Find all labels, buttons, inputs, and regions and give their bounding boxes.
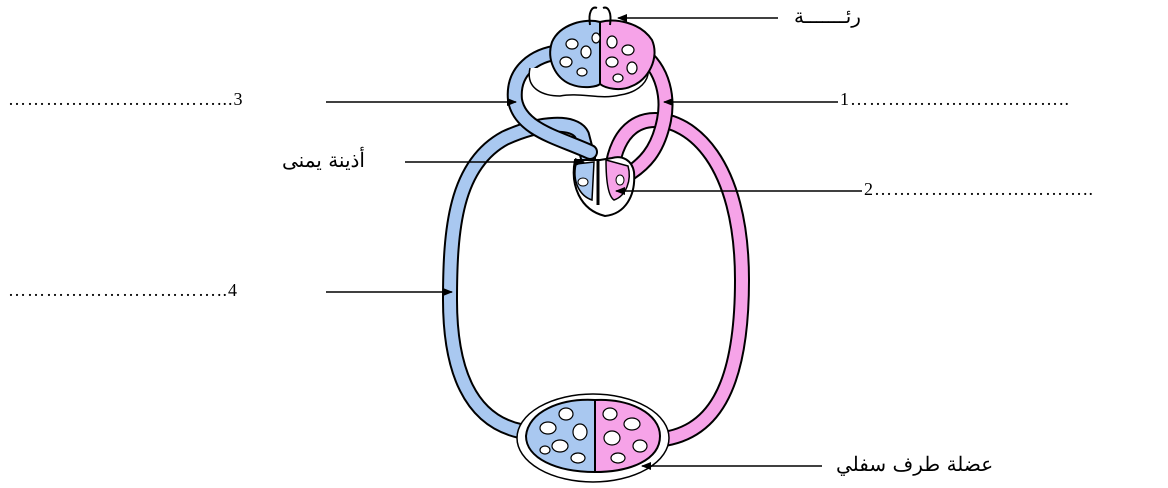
lung [550,8,654,89]
lower-limb-muscle-label: عضلة طرف سفلي [836,454,993,474]
lung-label: رئـــــــة [794,6,861,26]
blank-3: ……………………………...3 [8,90,244,108]
blank-2: 2…………………………….. [864,180,1094,198]
blank-1: 1…………………………….. [840,90,1070,108]
lower-limb-muscle [517,394,669,482]
blank-4: ……………………………..4 [8,281,238,299]
heart [574,157,634,216]
right-atrium-label: أذينة يمنى [282,150,365,170]
